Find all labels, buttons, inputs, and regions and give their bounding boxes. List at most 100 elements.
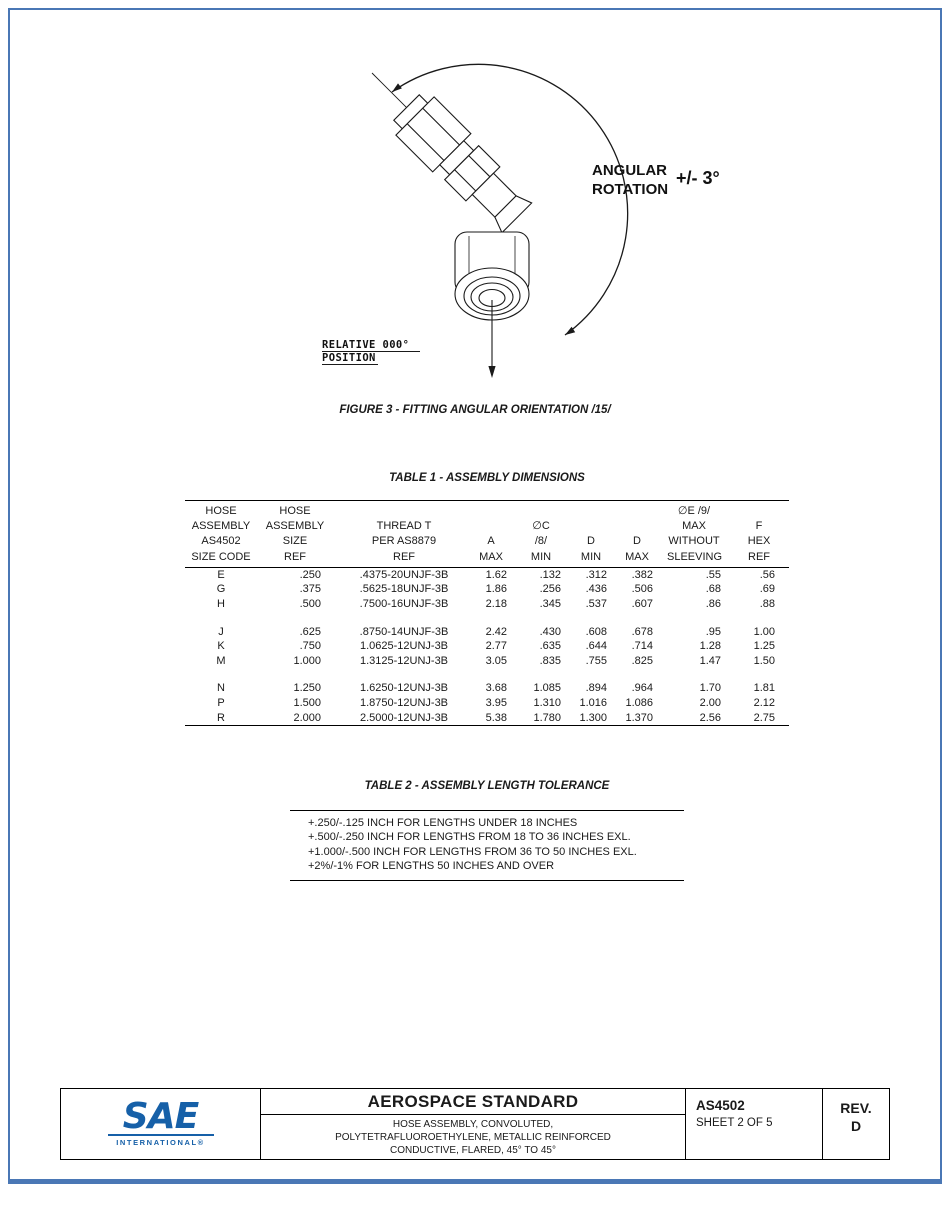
sae-logo: SAE INTERNATIONAL® bbox=[107, 1095, 214, 1147]
angular-tolerance-value: +/- 3° bbox=[676, 168, 720, 188]
subtitle-line: CONDUCTIVE, FLARED, 45° TO 45° bbox=[389, 1144, 556, 1156]
table-cell: .86 bbox=[705, 598, 721, 610]
revision-cell: REV. D bbox=[823, 1089, 889, 1159]
fitting-orientation-drawing: ANGULAR ROTATION +/- 3° RELATIVE 000° PO… bbox=[322, 63, 720, 378]
standard-title-cell: AEROSPACE STANDARD HOSE ASSEMBLY, CONVOL… bbox=[261, 1089, 686, 1159]
table-cell: 1.70 bbox=[699, 682, 721, 695]
table2-title: TABLE 2 - ASSEMBLY LENGTH TOLERANCE bbox=[364, 780, 610, 792]
table-cell: 1.47 bbox=[699, 654, 721, 667]
table-cell: 2.75 bbox=[753, 711, 775, 724]
standard-title: AEROSPACE STANDARD bbox=[261, 1089, 685, 1115]
table-cell: 1.250 bbox=[293, 682, 321, 695]
table-cell: 1.0625-12UNJ-3B bbox=[359, 640, 449, 653]
table-cell: .755 bbox=[585, 654, 607, 667]
table-cell: 5.38 bbox=[485, 711, 507, 724]
table-cell: E bbox=[217, 568, 225, 581]
table-cell: .500 bbox=[299, 598, 321, 610]
table-cell: .678 bbox=[631, 625, 653, 638]
document-number: AS4502 bbox=[696, 1098, 745, 1113]
table-cell: 3.68 bbox=[485, 682, 507, 695]
table-cell: 1.25 bbox=[753, 640, 775, 653]
table-cell: H bbox=[217, 598, 225, 610]
document-number-cell: AS4502 SHEET 2 OF 5 bbox=[686, 1089, 823, 1159]
table-cell: 1.300 bbox=[579, 711, 607, 724]
table-cell: 1.62 bbox=[485, 568, 507, 581]
fitting-body bbox=[393, 94, 533, 234]
table-cell: .375 bbox=[299, 583, 321, 596]
table-cell: 1.3125-12UNJ-3B bbox=[359, 654, 449, 667]
table-cell: .8750-14UNJF-3B bbox=[359, 625, 449, 638]
table-cell: .250 bbox=[299, 568, 321, 581]
page-border-frame bbox=[8, 8, 942, 1184]
relative-position-label-line1: RELATIVE 000° bbox=[322, 339, 409, 351]
table-cell: M bbox=[216, 654, 226, 667]
table-cell: 3.05 bbox=[485, 654, 507, 667]
table-cell: .625 bbox=[299, 625, 321, 638]
table-cell: .750 bbox=[299, 640, 321, 653]
standard-subtitle: HOSE ASSEMBLY, CONVOLUTED,POLYTETRAFLUOR… bbox=[261, 1115, 685, 1159]
table1-title: TABLE 1 - ASSEMBLY DIMENSIONS bbox=[389, 472, 585, 484]
table-cell: .835 bbox=[539, 654, 561, 667]
table-cell: .506 bbox=[631, 583, 653, 596]
table-cell: .95 bbox=[705, 625, 721, 638]
table-cell: .4375-20UNJF-3B bbox=[359, 568, 449, 581]
table-cell: J bbox=[218, 625, 224, 638]
table-cell: .382 bbox=[631, 568, 653, 581]
table-cell: N bbox=[217, 682, 225, 695]
table-cell: .345 bbox=[539, 598, 561, 610]
table-cell: .714 bbox=[631, 640, 653, 653]
sheet-number: SHEET 2 OF 5 bbox=[696, 1117, 773, 1129]
table-cell: .607 bbox=[631, 598, 653, 610]
table-cell: .312 bbox=[585, 568, 607, 581]
sae-logo-rule bbox=[107, 1133, 214, 1137]
angular-rotation-label-line2: ROTATION bbox=[592, 181, 668, 198]
revision-label: REV. bbox=[840, 1100, 872, 1116]
table-cell: .635 bbox=[539, 640, 561, 653]
table-cell: .68 bbox=[705, 583, 721, 596]
table-cell: .825 bbox=[631, 654, 653, 667]
table-cell: 2.18 bbox=[485, 598, 507, 610]
table-cell: 1.81 bbox=[753, 682, 775, 695]
table-cell: 1.000 bbox=[293, 654, 321, 667]
table-cell: 1.086 bbox=[625, 696, 653, 709]
table-row: M 1.000 1.3125-12UNJ-3B 3.05 .835 .755 .825 1.4… bbox=[185, 654, 789, 669]
table-cell: 1.310 bbox=[533, 696, 561, 709]
table-cell: .256 bbox=[539, 583, 561, 596]
tolerance-row: +.250/-.125 INCH FOR LENGTHS UNDER 18 IN… bbox=[308, 817, 578, 829]
table-cell: 2.56 bbox=[699, 711, 721, 724]
table-cell: 1.500 bbox=[293, 696, 321, 709]
table-cell: .69 bbox=[759, 583, 775, 596]
tolerance-row: +2%/-1% FOR LENGTHS 50 INCHES AND OVER bbox=[308, 860, 555, 873]
column-header: ∅C/8/MIN bbox=[521, 500, 575, 568]
title-block: SAE INTERNATIONAL® AEROSPACE STANDARD HO… bbox=[60, 1088, 890, 1160]
table-cell: .7500-16UNJF-3B bbox=[359, 598, 449, 610]
revision-value: D bbox=[850, 1118, 862, 1134]
angular-rotation-label-line1: ANGULAR bbox=[592, 162, 667, 179]
table-cell: 1.28 bbox=[699, 640, 721, 653]
table-cell: .56 bbox=[759, 568, 775, 581]
sae-logo-wordmark: SAE bbox=[122, 1095, 199, 1137]
tolerance-row: +.500/-.250 INCH FOR LENGTHS FROM 18 TO … bbox=[308, 831, 631, 844]
table-cell: 3.95 bbox=[485, 696, 507, 709]
arc-arrowhead-end bbox=[565, 326, 576, 335]
table-cell: 1.016 bbox=[579, 696, 607, 709]
